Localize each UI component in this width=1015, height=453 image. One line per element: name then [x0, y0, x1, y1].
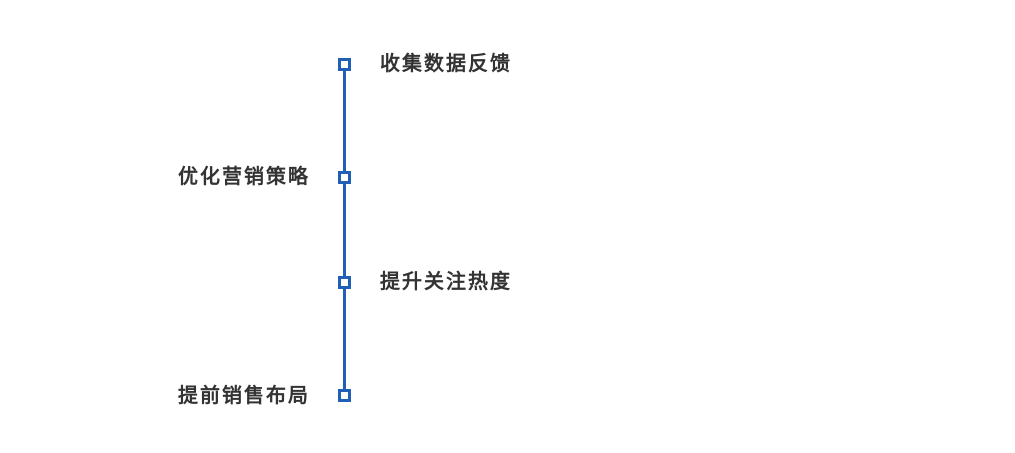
- timeline-node-marker-4: [338, 389, 351, 402]
- timeline-node-marker-3: [338, 276, 351, 289]
- timeline-node-label-3: 提升关注热度: [380, 271, 512, 293]
- timeline-node-label-2: 优化营销策略: [178, 166, 310, 188]
- timeline-node-marker-1: [338, 58, 351, 71]
- timeline-node-label-1: 收集数据反馈: [380, 53, 512, 75]
- timeline-line: [343, 63, 346, 397]
- timeline-node-label-4: 提前销售布局: [178, 385, 310, 407]
- timeline-node-marker-2: [338, 171, 351, 184]
